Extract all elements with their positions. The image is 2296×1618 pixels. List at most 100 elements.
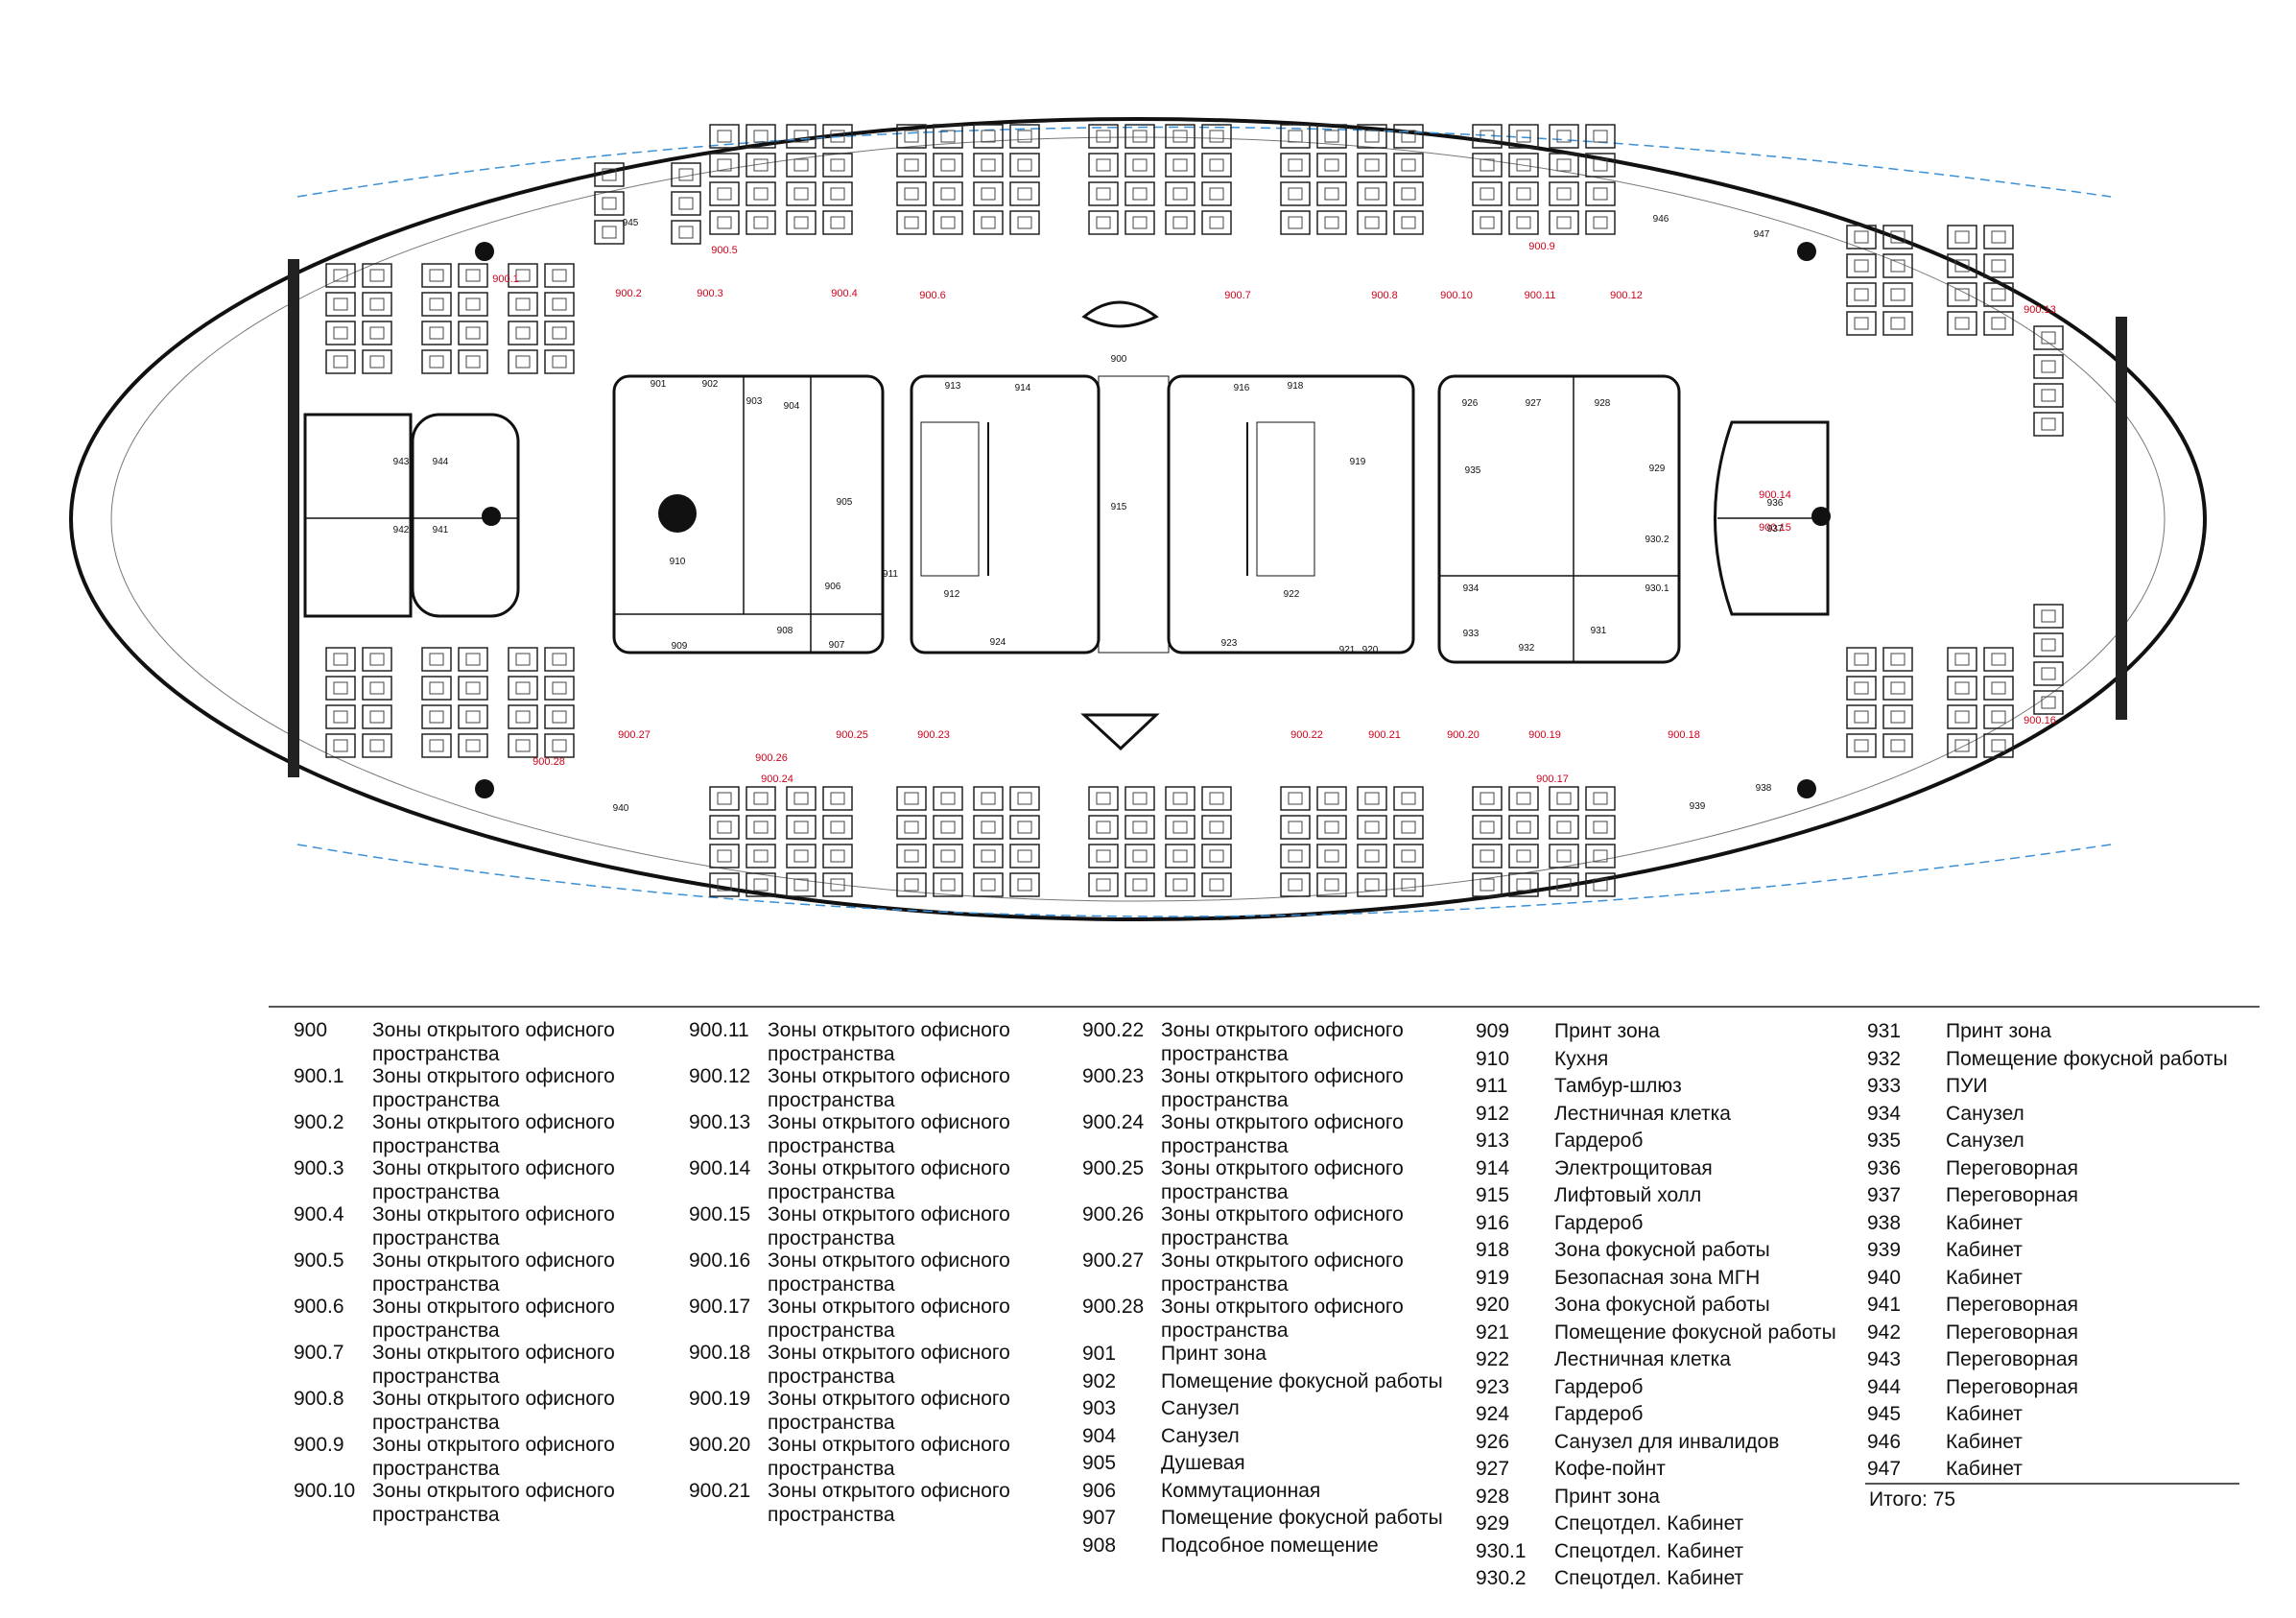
room-label: 900.15 [1759, 522, 1791, 534]
desk-cluster [1088, 124, 1155, 235]
meeting-rooms-east [1714, 420, 1830, 616]
legend-code: 900.3 [294, 1157, 344, 1179]
legend-code: 900.15 [689, 1203, 751, 1225]
desk-cluster [709, 786, 776, 897]
room-label: 932 [1519, 643, 1535, 654]
room-label: 900.20 [1447, 729, 1479, 741]
legend-name: Спецотдел. Кабинет [1554, 1539, 1744, 1562]
room-label: 911 [883, 569, 898, 580]
legend-entry: 900.17 Зоны открытого офисного пространст… [689, 1296, 1010, 1343]
room-label: 942 [393, 525, 410, 535]
legend-code: 900.17 [689, 1296, 751, 1318]
legend-code: 935 [1867, 1130, 1902, 1152]
legend-code: 928 [1476, 1485, 1510, 1508]
room-label: 900.14 [1759, 489, 1791, 501]
legend-name: ПУИ [1946, 1075, 1988, 1097]
legend-name: Переговорная [1946, 1348, 2078, 1370]
legend-name: Зоны открытого офисного пространства [768, 1065, 1010, 1111]
legend-name: Помещение фокусной работы [1161, 1507, 1443, 1529]
legend-code: 914 [1476, 1156, 1510, 1179]
room-label: 914 [1015, 383, 1031, 393]
legend-code: 947 [1867, 1458, 1902, 1480]
legend-name: Зоны открытого офисного пространства [1161, 1157, 1404, 1203]
room-label: 908 [777, 626, 793, 636]
room-label: 900.9 [1528, 241, 1555, 252]
room-label: 910 [670, 557, 686, 567]
desk-cluster [973, 124, 1040, 235]
legend-code: 900.25 [1082, 1157, 1145, 1179]
column [475, 779, 494, 798]
desk-cluster [421, 263, 488, 374]
legend-code: 911 [1476, 1075, 1508, 1097]
legend-code: 907 [1082, 1507, 1117, 1529]
room-label: 900.11 [1525, 290, 1556, 301]
reception-desk-south [1080, 713, 1160, 751]
stair-right [1167, 374, 1415, 654]
legend-name: Принт зона [1554, 1020, 1660, 1042]
desk-cluster [1357, 786, 1424, 897]
legend-name: Зоны открытого офисного пространства [1161, 1203, 1404, 1249]
column [475, 242, 494, 261]
room-label: 933 [1463, 629, 1479, 639]
legend-name: Помещение фокусной работы [1554, 1321, 1836, 1344]
room-label: 929 [1649, 464, 1666, 474]
inner-facade-line [110, 136, 2166, 902]
legend-code: 900.26 [1082, 1203, 1145, 1225]
desk-cluster [1947, 647, 2014, 758]
legend-code: 921 [1476, 1321, 1510, 1344]
room-label: 902 [702, 379, 719, 390]
legend-code: 900.21 [689, 1480, 751, 1502]
legend-code: 900.10 [294, 1480, 356, 1502]
room-label: 930.2 [1645, 535, 1669, 545]
room-label: 923 [1221, 638, 1238, 649]
room-label: 900.28 [533, 756, 565, 768]
legend-name: Зоны открытого офисного пространства [1161, 1019, 1404, 1065]
desk-layer [325, 124, 2064, 897]
room-label: 900.3 [697, 288, 723, 299]
legend-name: Лестничная клетка [1554, 1348, 1731, 1370]
legend-name: Зоны открытого офисного пространства [768, 1296, 1010, 1342]
room-label: 934 [1463, 583, 1479, 594]
desk-cluster [1549, 124, 1616, 235]
legend-name: Переговорная [1946, 1321, 2078, 1344]
desk-cluster [508, 263, 575, 374]
office-zone-boundary [296, 126, 2112, 917]
legend-code: 936 [1867, 1156, 1902, 1179]
legend-name: Зоны открытого офисного пространства [1161, 1296, 1404, 1342]
legend-code: 946 [1867, 1430, 1902, 1453]
legend-code: 901 [1082, 1343, 1117, 1365]
legend-name: Зоны открытого офисного пространства [372, 1065, 615, 1111]
legend-name: Зоны открытого офисного пространства [768, 1480, 1010, 1526]
legend-code: 900.24 [1082, 1111, 1145, 1133]
legend-name: Зона фокусной работы [1554, 1239, 1770, 1261]
desk-cluster [1472, 124, 1539, 235]
core-left [612, 374, 885, 654]
legend-name: Безопасная зона МГН [1554, 1266, 1761, 1289]
legend-code: 900.22 [1082, 1019, 1145, 1041]
legend-code: 916 [1476, 1211, 1510, 1234]
legend-name: Душевая [1161, 1452, 1245, 1474]
room-label: 947 [1754, 229, 1770, 240]
legend-entry: 900.21 Зоны открытого офисного пространст… [689, 1480, 1010, 1527]
room-label: 903 [746, 396, 763, 407]
legend-name: Тамбур-шлюз [1554, 1075, 1682, 1097]
legend-name: Зоны открытого офисного пространства [1161, 1065, 1404, 1111]
